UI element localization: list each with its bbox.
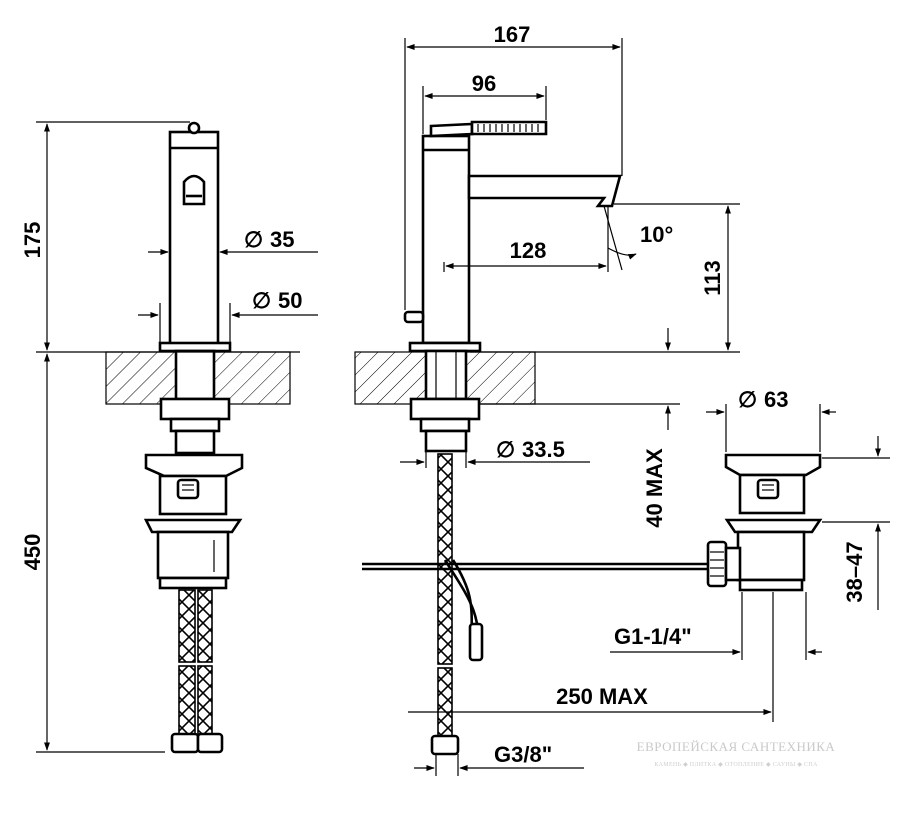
front-view [105, 121, 291, 754]
diameter-symbol: ∅ [738, 387, 757, 412]
diameter-symbol: ∅ [252, 288, 271, 313]
label-waste-thread: G1-1/4" [614, 624, 692, 649]
label-width-total: 167 [494, 22, 531, 47]
waste-cap [724, 453, 822, 477]
label-dia-shank: 33.5 [522, 437, 565, 462]
label-deck-max: 40 MAX [642, 448, 667, 528]
front-dimensions [36, 121, 318, 753]
watermark: ЕВРОПЕЙСКАЯ САНТЕХНИКА КАМЕНЬ ◆ ПЛИТКА ◆… [637, 739, 836, 768]
label-handle-length: 96 [472, 71, 496, 96]
label-spout-height: 113 [700, 260, 725, 296]
label-dia-body: 35 [270, 227, 294, 252]
spout [467, 174, 622, 208]
label-rod-max: 250 MAX [556, 684, 648, 709]
diameter-symbol: ∅ [496, 437, 515, 462]
label-waste-range: 38–47 [842, 541, 867, 602]
diameter-symbol: ∅ [244, 227, 263, 252]
faucet-body-front [168, 130, 220, 346]
label-dia-base: 50 [278, 288, 302, 313]
label-spout-reach: 128 [510, 238, 547, 263]
top-knob [187, 121, 201, 135]
label-spout-angle: 10° [640, 222, 673, 247]
side-dimensions [400, 38, 890, 776]
lever-handle [429, 122, 474, 138]
dimension-labels: 175 450 ∅ 35 ∅ 50 167 96 128 10° 113 40 … [20, 22, 867, 767]
faucet-body-side [421, 134, 471, 345]
watermark-subtitle: КАМЕНЬ ◆ ПЛИТКА ◆ ОТОПЛЕНИЕ ◆ САУНЫ ◆ СП… [654, 762, 818, 768]
watermark-title: ЕВРОПЕЙСКАЯ САНТЕХНИКА [637, 739, 836, 754]
side-view [354, 120, 823, 756]
label-height-top: 175 [20, 222, 45, 259]
label-hose-thread: G3/8" [494, 742, 552, 767]
label-height-bottom: 450 [20, 534, 45, 571]
label-dia-waste: 63 [764, 387, 788, 412]
braided-hose [178, 589, 196, 663]
